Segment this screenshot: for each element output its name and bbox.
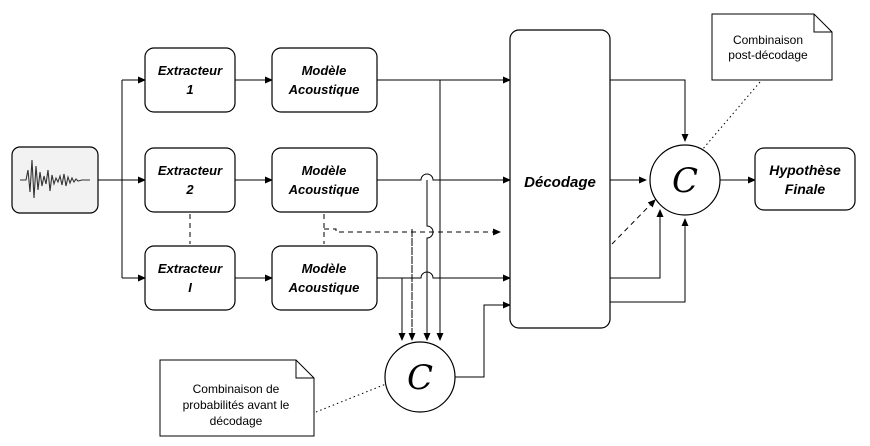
post-note-pointer bbox=[701, 81, 761, 151]
pre-note-line1: Combinaison de bbox=[193, 382, 280, 396]
post-decoding-combiner: C bbox=[649, 144, 721, 216]
extractor-1-line2: 1 bbox=[186, 82, 193, 97]
input-wires bbox=[98, 76, 146, 282]
acoustic-model-i-box: Modèle Acoustique bbox=[271, 245, 378, 311]
model-2-line2: Acoustique bbox=[288, 182, 360, 197]
post-note-line2: post-décodage bbox=[728, 48, 808, 62]
extractor-i-box: Extracteur I bbox=[144, 245, 236, 311]
pre-decoding-combiner: C bbox=[384, 341, 456, 413]
extractor-2-box: Extracteur 2 bbox=[144, 147, 236, 213]
model-i-line1: Modèle bbox=[302, 261, 347, 276]
decoder-box: Décodage bbox=[509, 29, 611, 329]
post-note-line1: Combinaison bbox=[733, 33, 803, 47]
extractor-i-line2: I bbox=[188, 280, 192, 295]
model-to-decoder-wires bbox=[377, 76, 511, 282]
pre-note-pointer bbox=[315, 383, 387, 413]
pre-note-line2: probabilités avant le bbox=[183, 398, 290, 412]
decoder-label: Décodage bbox=[524, 174, 596, 191]
pre-combination-taps bbox=[398, 80, 444, 341]
model-1-line2: Acoustique bbox=[288, 82, 360, 97]
acoustic-model-2-box: Modèle Acoustique bbox=[271, 147, 378, 213]
post-combiner-symbol: C bbox=[672, 161, 698, 201]
extractor-to-model-wires bbox=[235, 76, 273, 282]
extractor-i-line1: Extracteur bbox=[158, 261, 223, 276]
extractor-1-box: Extracteur 1 bbox=[144, 47, 236, 113]
final-hypothesis-box: Hypothèse Finale bbox=[754, 147, 856, 211]
model-1-line1: Modèle bbox=[302, 63, 347, 78]
extractor-2-line2: 2 bbox=[185, 182, 194, 197]
pre-combiner-symbol: C bbox=[407, 358, 433, 398]
audio-waveform-input bbox=[11, 146, 99, 214]
acoustic-model-1-box: Modèle Acoustique bbox=[271, 47, 378, 113]
hypothesis-line1: Hypothèse bbox=[769, 162, 841, 178]
model-2-line1: Modèle bbox=[302, 163, 347, 178]
pre-combiner-to-decoder-wire bbox=[455, 301, 511, 378]
extractor-1-line1: Extracteur bbox=[158, 63, 223, 78]
decoder-to-post-combiner-wires bbox=[610, 79, 689, 303]
post-decoding-note: Combinaison post-décodage bbox=[711, 13, 833, 81]
extractor-2-line1: Extracteur bbox=[158, 163, 223, 178]
pre-decoding-note: Combinaison de probabilités avant le déc… bbox=[159, 359, 315, 437]
model-i-line2: Acoustique bbox=[288, 280, 360, 295]
pre-note-line3: décodage bbox=[210, 414, 263, 428]
ellipsis-dashes bbox=[189, 214, 501, 334]
hypothesis-line2: Finale bbox=[785, 181, 826, 197]
